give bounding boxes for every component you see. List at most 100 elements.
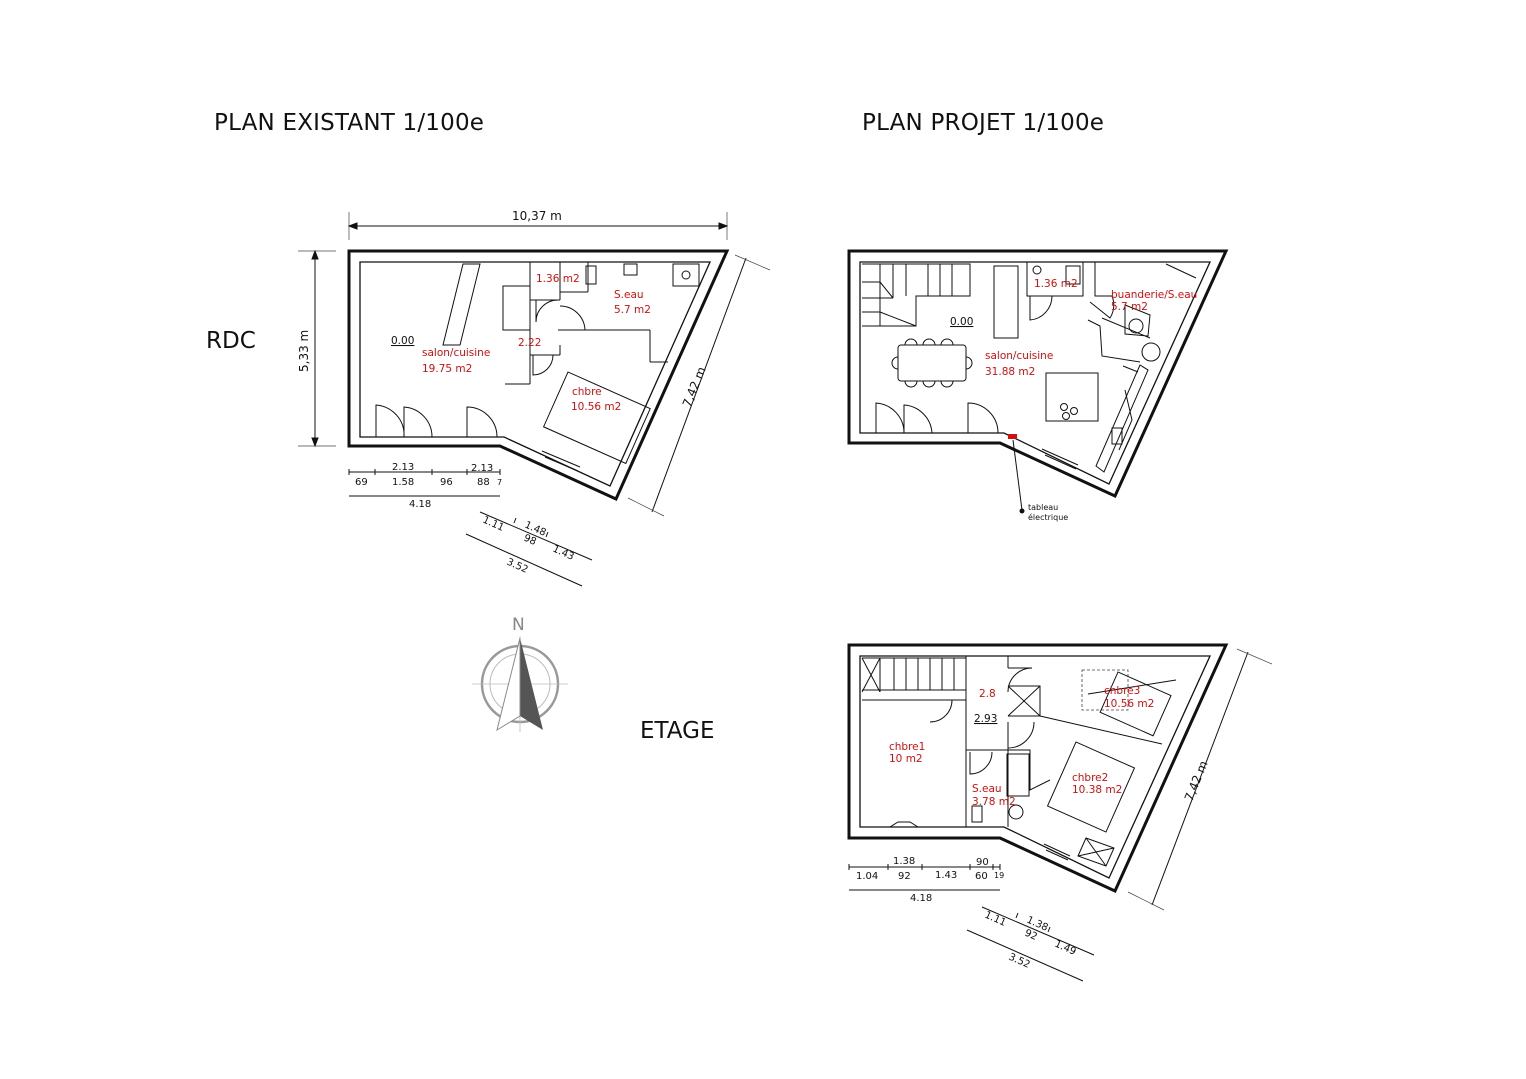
project-ground-annotation-dot bbox=[1019, 508, 1025, 514]
project-ground-door-2 bbox=[967, 402, 999, 434]
existing-dim-top-b: 2.13 bbox=[471, 463, 493, 474]
project-ground-chairs bbox=[891, 338, 973, 388]
project-ground-annotation-leader bbox=[1012, 439, 1023, 511]
project-ground-door-4 bbox=[1089, 295, 1115, 319]
project-upper-landing-area: 2.8 bbox=[979, 688, 996, 700]
existing-height-dim-arrows bbox=[311, 249, 319, 448]
project-ground-wc-basin bbox=[1032, 265, 1042, 275]
project-ground-annotation-1: tableau bbox=[1028, 503, 1058, 512]
project-upper-plan: 7,42 m 2.8 2.93 chbre1 10 m2 chbre3 10.5… bbox=[847, 643, 1273, 982]
project-upper-dim-d5: 19 bbox=[994, 871, 1004, 880]
project-ground-partitions bbox=[1026, 262, 1197, 363]
project-upper-diag-a: 1.11 bbox=[983, 910, 1008, 929]
project-upper-diag-total: 3.52 bbox=[1007, 952, 1032, 971]
project-ground-wc-area: 1.36 m2 bbox=[1034, 278, 1078, 290]
project-upper-bed-3 bbox=[1099, 671, 1172, 737]
existing-bed-area: 10.56 m2 bbox=[571, 401, 621, 413]
project-ground-kitchen-island bbox=[1045, 372, 1099, 422]
project-upper-partitions bbox=[862, 656, 1177, 827]
existing-outer-wall bbox=[347, 249, 730, 501]
project-upper-dim-d1: 1.04 bbox=[856, 871, 878, 882]
north-arrow-icon: N bbox=[472, 615, 568, 732]
existing-dim-total: 4.18 bbox=[409, 499, 431, 510]
project-upper-window-2 bbox=[1043, 843, 1071, 861]
project-upper-bed1-name: chbre1 bbox=[889, 741, 925, 753]
existing-diag-d: 1.43 bbox=[551, 544, 576, 563]
project-upper-basin bbox=[1008, 804, 1024, 820]
project-upper-wardrobe bbox=[1077, 837, 1115, 867]
project-upper-dim-d4: 60 bbox=[975, 871, 988, 882]
existing-diag-dim: 7,42 m bbox=[680, 365, 709, 409]
project-upper-diag-dim: 7,42 m bbox=[1182, 759, 1211, 803]
project-ground-laundry-area: 5.7 m2 bbox=[1111, 301, 1148, 313]
project-upper-bed-3-dashed bbox=[1081, 669, 1129, 711]
project-upper-bed2-name: chbre2 bbox=[1072, 772, 1108, 784]
project-upper-window-1 bbox=[888, 821, 920, 828]
project-ground-living-name: salon/cuisine bbox=[985, 350, 1053, 362]
project-ground-door-3 bbox=[1029, 295, 1053, 321]
title-existing-plan: PLAN EXISTANT 1/100e bbox=[214, 110, 485, 136]
project-upper-bed-2 bbox=[1046, 741, 1136, 833]
existing-shower bbox=[672, 263, 700, 287]
project-upper-diag-chain-2 bbox=[966, 929, 1084, 982]
existing-shower-drain bbox=[681, 270, 691, 280]
existing-dim-d1: 69 bbox=[355, 477, 368, 488]
existing-bath-name: S.eau bbox=[614, 289, 644, 301]
existing-diag-ticks bbox=[513, 517, 549, 538]
project-ground-window bbox=[1041, 448, 1079, 470]
project-upper-door-1 bbox=[929, 699, 953, 723]
existing-diag-a: 1.11 bbox=[481, 515, 506, 534]
existing-partitions bbox=[502, 262, 668, 385]
existing-dim-ticks-1 bbox=[348, 469, 501, 475]
existing-door-1 bbox=[375, 404, 433, 438]
existing-diag-chain-1 bbox=[479, 511, 593, 561]
existing-dim-top-a: 2.13 bbox=[392, 462, 414, 473]
project-ground-kitchen-run bbox=[1095, 364, 1149, 473]
project-ground-hob-3 bbox=[1062, 412, 1070, 420]
existing-ground-plan: 10,37 m 5,33 m 7,42 m 0.00 salon/cuisine bbox=[297, 209, 771, 587]
existing-inner-wall bbox=[359, 261, 712, 487]
project-upper-level: 2.93 bbox=[974, 713, 997, 725]
project-ground-level: 0.00 bbox=[950, 316, 973, 328]
existing-diag-c: 98 bbox=[522, 533, 538, 548]
project-ground-living-area: 31.88 m2 bbox=[985, 366, 1035, 378]
existing-bed-name: chbre bbox=[572, 386, 602, 398]
project-upper-dim-top-a: 1.38 bbox=[893, 856, 915, 867]
existing-wc bbox=[585, 265, 597, 285]
project-upper-bath-area: 3.78 m2 bbox=[972, 796, 1016, 808]
project-ground-inner-wall bbox=[859, 261, 1212, 485]
project-upper-dim-d3: 1.43 bbox=[935, 870, 957, 881]
project-upper-stairs bbox=[861, 657, 966, 693]
project-ground-cupboard bbox=[993, 265, 1019, 339]
project-upper-dim-ticks bbox=[848, 864, 1001, 870]
project-ground-sink bbox=[1111, 427, 1123, 445]
project-upper-bed3-area: 10.56 m2 bbox=[1104, 698, 1154, 710]
level-label-ground: RDC bbox=[206, 328, 256, 354]
project-ground-stairs bbox=[862, 263, 971, 327]
existing-height-dim: 5,33 m bbox=[297, 330, 311, 372]
existing-dim-d4: 88 bbox=[477, 477, 490, 488]
project-ground-plan: tableau électrique 0.00 1.36 m2 buanderi… bbox=[847, 249, 1229, 522]
project-ground-washer bbox=[1141, 342, 1161, 362]
project-upper-diag-d: 1.49 bbox=[1053, 939, 1078, 958]
existing-dim-d2: 1.58 bbox=[392, 477, 414, 488]
project-upper-diag-dim-line bbox=[1151, 651, 1249, 906]
project-upper-diag-ext-top bbox=[1236, 648, 1273, 665]
existing-bed bbox=[542, 371, 651, 465]
existing-bath-area: 5.7 m2 bbox=[614, 304, 651, 316]
project-upper-shower bbox=[1006, 753, 1030, 797]
project-ground-hob-2 bbox=[1070, 407, 1078, 415]
project-ground-laundry-name: buanderie/S.eau bbox=[1111, 289, 1197, 301]
existing-diag-dim-line bbox=[651, 257, 747, 513]
project-upper-bed1-area: 10 m2 bbox=[889, 753, 923, 765]
existing-diag-total: 3.52 bbox=[505, 557, 530, 576]
existing-level: 0.00 bbox=[391, 335, 414, 347]
project-upper-diag-ext-bottom bbox=[1127, 891, 1165, 911]
project-ground-outer-wall bbox=[847, 249, 1229, 498]
project-upper-door-2 bbox=[1007, 667, 1033, 693]
project-upper-bed2-area: 10.38 m2 bbox=[1072, 784, 1122, 796]
project-ground-basin bbox=[1128, 318, 1144, 334]
project-upper-door-3 bbox=[1007, 721, 1035, 749]
existing-wc-area: 1.36 m2 bbox=[536, 273, 580, 285]
